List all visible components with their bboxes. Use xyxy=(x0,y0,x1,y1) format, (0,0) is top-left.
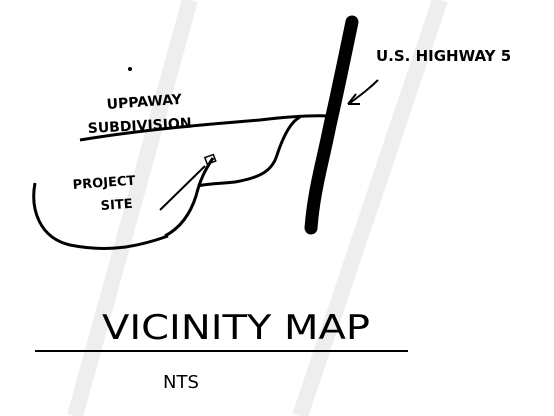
site-loop-road xyxy=(197,115,301,188)
subdivision-label-line1: UPPAWAY xyxy=(106,92,183,113)
project-leader xyxy=(159,165,206,211)
project-label-line1: PROJECT xyxy=(72,174,136,193)
scale-label: NTS xyxy=(163,372,199,393)
highway-leader xyxy=(349,79,379,104)
stray-dot xyxy=(128,67,132,71)
subdivision-road xyxy=(79,114,331,142)
watermark-stripes xyxy=(67,0,448,416)
map-title: VICINITY MAP xyxy=(102,308,370,348)
highway-line xyxy=(304,15,359,235)
connector-road xyxy=(164,157,215,238)
lower-loop-road xyxy=(32,182,169,250)
subdivision-label-line2: SUBDIVISION xyxy=(87,116,192,137)
project-label-line2: SITE xyxy=(100,197,133,214)
site-marker-icon xyxy=(203,153,217,166)
arrow-icon xyxy=(347,93,360,105)
highway-label: U.S. HIGHWAY 5 xyxy=(376,47,511,65)
